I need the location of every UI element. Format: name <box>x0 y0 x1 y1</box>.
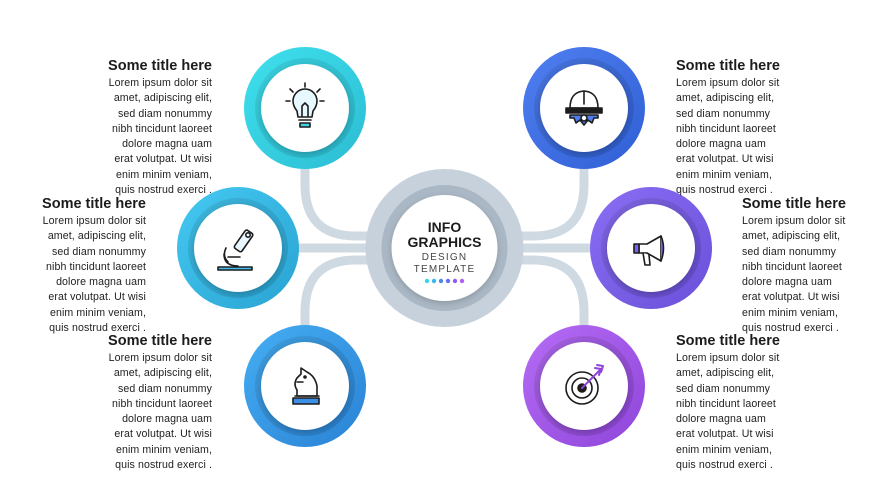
body-line: erat volutpat. Ut wisi <box>114 428 212 441</box>
node-hardhat-gear <box>523 47 645 169</box>
body-line: dolore magna uam <box>676 413 766 426</box>
body-line: erat volutpat. Ut wisi <box>676 153 774 166</box>
body-line: nibh tincidunt laoreet <box>676 122 776 135</box>
connector-bottom-left <box>300 255 400 345</box>
connector-lines <box>285 150 604 345</box>
body-line: nibh tincidunt laoreet <box>676 397 776 410</box>
chess-knight-icon <box>292 367 320 405</box>
body-line: Lorem ipsum dolor sit <box>676 352 780 364</box>
body-line: nibh tincidunt laoreet <box>112 397 212 410</box>
block-body: Lorem ipsum dolor sit amet, adipiscing el… <box>104 76 212 198</box>
body-line: dolore magna uam <box>676 138 766 151</box>
body-line: enim minim veniam, <box>676 443 772 456</box>
body-line: erat volutpat. Ut wisi <box>676 428 774 441</box>
body-line: dolore magna uam <box>56 276 146 289</box>
center-title-line1: INFO <box>428 219 462 235</box>
node-lightbulb <box>244 47 366 169</box>
text-block-bottom-right: Some title here Lorem ipsum dolor sit ame… <box>676 333 784 473</box>
body-line: quis nostrud exerci . <box>49 322 146 335</box>
body-line: dolore magna uam <box>122 413 212 426</box>
node-megaphone <box>590 187 712 309</box>
center-dot <box>452 278 458 284</box>
text-block-bottom-left: Some title here Lorem ipsum dolor sit ame… <box>104 333 212 473</box>
body-line: amet, adipiscing elit, <box>742 230 841 243</box>
center-dot <box>438 278 444 284</box>
body-line: sed diam nonummy <box>676 107 771 120</box>
body-line: nibh tincidunt laoreet <box>742 260 842 273</box>
center-dot <box>445 278 451 284</box>
center-title-line2: GRAPHICS <box>408 234 482 250</box>
body-line: Lorem ipsum dolor sit <box>108 77 212 89</box>
center-disc <box>391 195 498 301</box>
body-line: enim minim veniam, <box>116 168 212 181</box>
body-line: enim minim veniam, <box>742 306 838 319</box>
body-line: sed diam nonummy <box>117 382 212 395</box>
body-line: nibh tincidunt laoreet <box>112 122 212 135</box>
body-line: enim minim veniam, <box>116 443 212 456</box>
body-line: sed diam nonummy <box>51 245 146 258</box>
body-line: amet, adipiscing elit, <box>113 367 212 380</box>
block-body: Lorem ipsum dolor sit amet, adipiscing el… <box>104 351 212 473</box>
body-line: quis nostrud exerci . <box>676 184 773 197</box>
center-subtitle-line1: DESIGN <box>422 252 468 263</box>
text-block-top-left: Some title here Lorem ipsum dolor sit ame… <box>104 58 212 198</box>
center-hub: INFO GRAPHICS DESIGN TEMPLATE <box>365 169 524 327</box>
microscope-icon <box>217 229 254 271</box>
block-title: Some title here <box>108 58 212 74</box>
block-body: Lorem ipsum dolor sit amet, adipiscing el… <box>676 351 784 473</box>
block-body: Lorem ipsum dolor sit amet, adipiscing el… <box>676 76 784 198</box>
block-title: Some title here <box>676 58 780 74</box>
block-title: Some title here <box>42 196 146 212</box>
center-dot <box>459 278 465 284</box>
target-arrow-icon <box>565 364 604 405</box>
body-line: amet, adipiscing elit, <box>676 367 775 380</box>
center-subtitle-line2: TEMPLATE <box>414 264 476 275</box>
body-line: Lorem ipsum dolor sit <box>42 215 146 227</box>
body-line: erat volutpat. Ut wisi <box>48 291 146 304</box>
body-line: nibh tincidunt laoreet <box>46 260 146 273</box>
text-block-mid-right: Some title here Lorem ipsum dolor sit ame… <box>742 196 850 336</box>
body-line: quis nostrud exerci . <box>115 184 212 197</box>
body-line: dolore magna uam <box>122 138 212 151</box>
body-line: sed diam nonummy <box>117 107 212 120</box>
body-line: erat volutpat. Ut wisi <box>114 153 212 166</box>
text-block-mid-left: Some title here Lorem ipsum dolor sit ame… <box>38 196 146 336</box>
text-block-top-right: Some title here Lorem ipsum dolor sit ame… <box>676 58 784 198</box>
hardhat-gear-icon <box>565 90 603 126</box>
block-body: Lorem ipsum dolor sit amet, adipiscing el… <box>38 214 146 336</box>
body-line: Lorem ipsum dolor sit <box>676 77 780 89</box>
body-line: erat volutpat. Ut wisi <box>742 291 840 304</box>
block-body: Lorem ipsum dolor sit amet, adipiscing el… <box>742 214 850 336</box>
body-line: amet, adipiscing elit, <box>47 230 146 243</box>
node-chess-knight <box>244 325 366 447</box>
body-line: sed diam nonummy <box>676 382 771 395</box>
block-title: Some title here <box>742 196 846 212</box>
body-line: quis nostrud exerci . <box>676 459 773 472</box>
node-target <box>523 325 645 447</box>
block-title: Some title here <box>676 333 780 349</box>
body-line: enim minim veniam, <box>50 306 146 319</box>
megaphone-icon <box>633 235 665 266</box>
connector-bottom-right <box>489 255 589 345</box>
body-line: quis nostrud exerci . <box>742 322 839 335</box>
body-line: sed diam nonummy <box>742 245 837 258</box>
center-dot <box>424 278 430 284</box>
connector-top-left <box>300 150 400 241</box>
center-color-dots <box>424 278 465 284</box>
node-microscope <box>177 187 299 309</box>
body-line: quis nostrud exerci . <box>115 459 212 472</box>
connector-top-right <box>489 150 589 241</box>
body-line: dolore magna uam <box>742 276 832 289</box>
lightbulb-icon <box>285 82 325 128</box>
body-line: Lorem ipsum dolor sit <box>742 215 846 227</box>
block-title: Some title here <box>108 333 212 349</box>
body-line: Lorem ipsum dolor sit <box>108 352 212 364</box>
body-line: enim minim veniam, <box>676 168 772 181</box>
body-line: amet, adipiscing elit, <box>676 92 775 105</box>
center-dot <box>431 278 437 284</box>
body-line: amet, adipiscing elit, <box>113 92 212 105</box>
